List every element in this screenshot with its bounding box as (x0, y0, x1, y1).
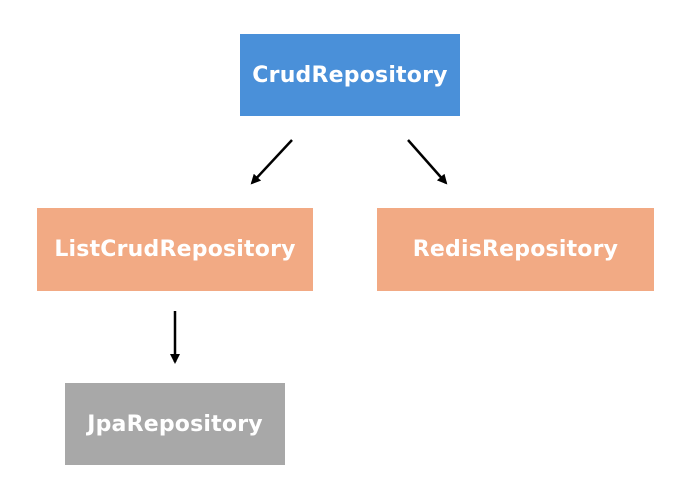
arrow-crud-to-redis (407, 139, 448, 185)
node-crud-repository: CrudRepository (240, 34, 460, 116)
node-redis-repository: RedisRepository (377, 208, 654, 291)
node-jpa-repository: JpaRepository (65, 383, 285, 465)
arrow-crud-to-list (250, 139, 293, 185)
node-list-crud-repository: ListCrudRepository (37, 208, 313, 291)
